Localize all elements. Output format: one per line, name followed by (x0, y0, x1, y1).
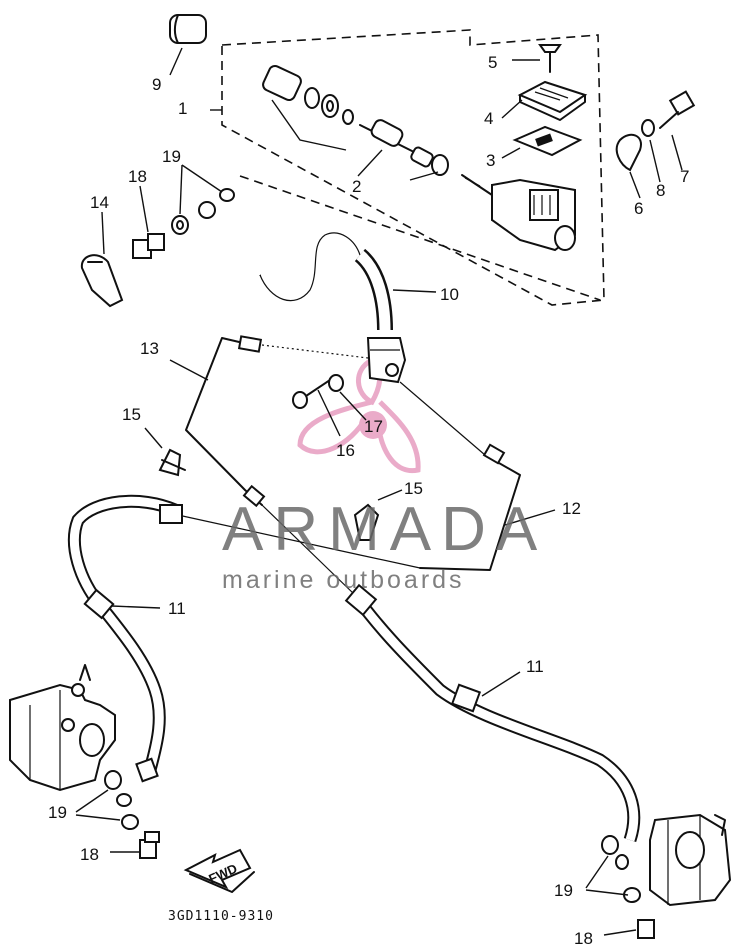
part-11-hose-left (68, 494, 183, 783)
callout-18-left: 18 (80, 845, 99, 864)
callout-17: 17 (364, 417, 383, 436)
part-7-bolt (659, 90, 696, 171)
fwd-arrow: FWD (183, 848, 255, 893)
part-8-washer (641, 119, 661, 183)
part-16-bolt (292, 379, 341, 437)
assembly-group-outline (221, 29, 605, 306)
part-10-brake-hose (198, 201, 437, 331)
callout-3: 3 (486, 151, 495, 170)
part-19-washers-upper (171, 164, 235, 235)
cross-pipe (177, 514, 421, 569)
callout-13: 13 (140, 339, 159, 358)
part-5-screw (512, 44, 562, 73)
leader-dash-1 (239, 175, 601, 301)
callout-12: 12 (562, 499, 581, 518)
part-6-holder (615, 133, 642, 199)
callout-14: 14 (90, 193, 109, 212)
callout-15-left: 15 (122, 405, 141, 424)
callout-16: 16 (336, 441, 355, 460)
part-15-clamp-right (353, 489, 403, 541)
part-4-reservoir-cap (501, 80, 588, 121)
part-18-union-bolt-right (603, 919, 655, 939)
part-18-union-bolt-upper (132, 185, 165, 259)
callout-11-left: 11 (168, 599, 186, 618)
part-15-clamp-left (144, 427, 186, 477)
master-cylinder-body (461, 174, 576, 252)
part-3-diaphragm (501, 125, 583, 159)
callout-5: 5 (488, 53, 497, 72)
part-18-union-bolt-left (110, 831, 160, 859)
callout-15-right: 15 (404, 479, 423, 498)
watermark-tagline: marine outboards (222, 566, 465, 594)
part-14-brake-switch (80, 211, 124, 308)
callout-2: 2 (352, 177, 361, 196)
part-1-piston-kit (210, 65, 354, 151)
part-13-brake-pipe-left (169, 335, 369, 508)
part-2-piston-rod (357, 119, 449, 181)
callout-18-upper: 18 (128, 167, 147, 186)
callout-10: 10 (440, 285, 459, 304)
cross-pipe-2 (261, 504, 356, 596)
callout-1: 1 (178, 99, 187, 118)
part-19-washers-right (585, 835, 641, 903)
diagram-code: 3GD1110-9310 (168, 909, 274, 924)
right-brake-caliper (649, 813, 732, 907)
callout-18-right: 18 (574, 929, 593, 948)
callout-19-left: 19 (48, 803, 67, 822)
left-brake-caliper (9, 664, 116, 792)
callout-8: 8 (656, 181, 665, 200)
callout-4: 4 (484, 109, 493, 128)
callout-9: 9 (152, 75, 161, 94)
callout-19-upper: 19 (162, 147, 181, 166)
hose-joint-block (366, 337, 407, 384)
part-19-washers-left (75, 770, 139, 830)
callout-19-right: 19 (554, 881, 573, 900)
part-12-brake-pipe-right (399, 381, 556, 571)
part-17-washer (328, 374, 367, 421)
callout-7: 7 (680, 167, 689, 186)
callout-11-right: 11 (526, 657, 544, 676)
watermark-title: ARMADA (222, 495, 547, 564)
part-9-cap (169, 14, 207, 76)
part-11-hose-right (344, 583, 641, 843)
callout-6: 6 (634, 199, 643, 218)
